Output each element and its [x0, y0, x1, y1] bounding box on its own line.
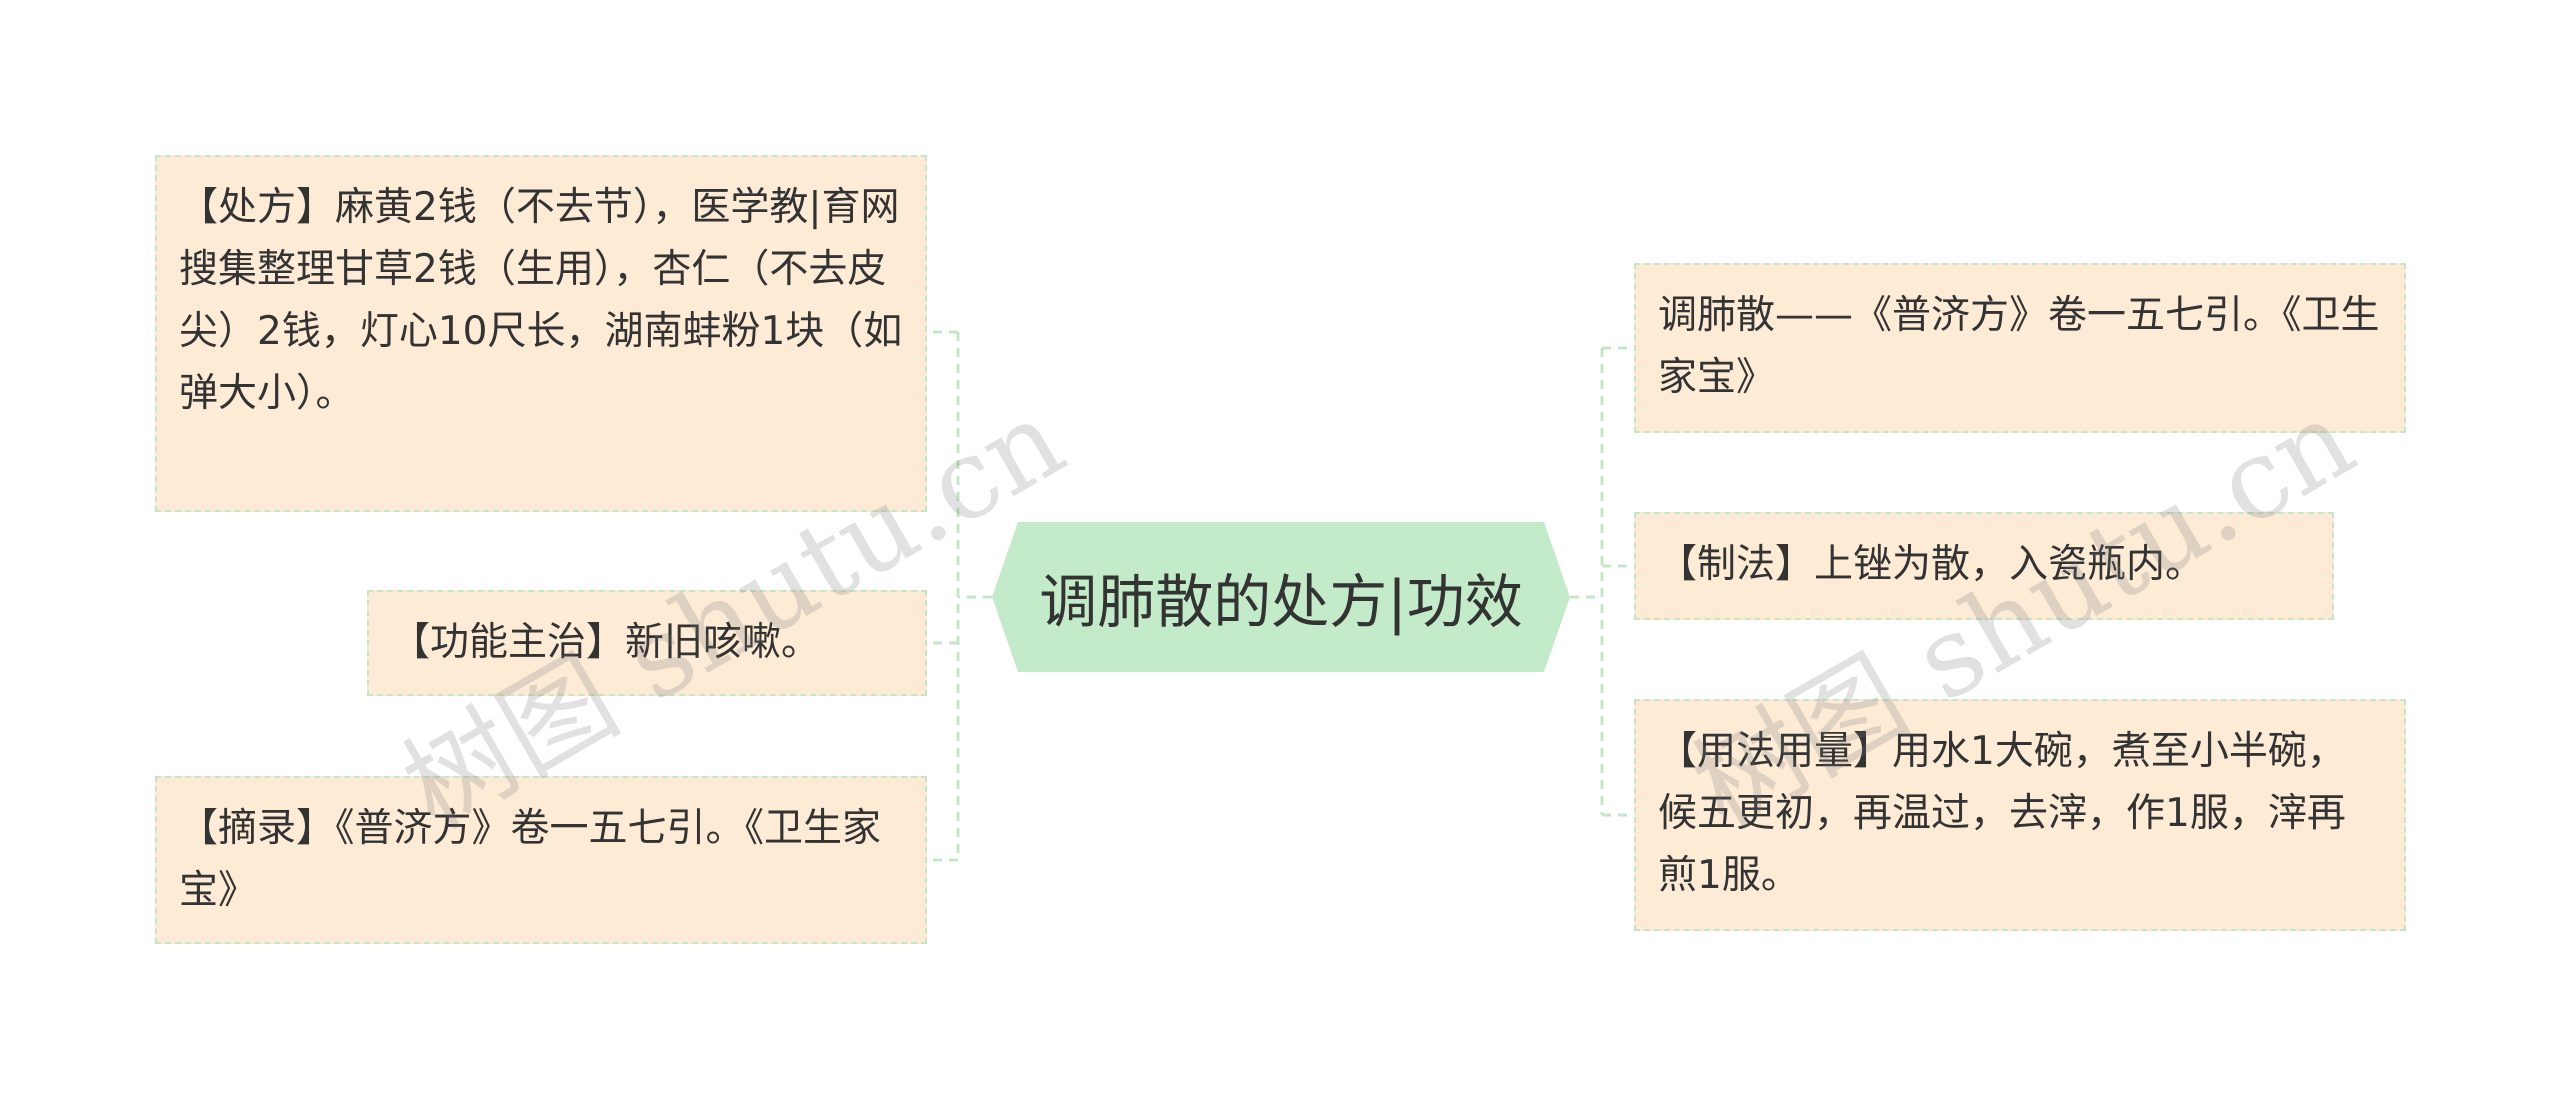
right-node-source-text: 调肺散——《普济方》卷一五七引。《卫生家宝》	[1658, 293, 2380, 400]
center-hexagon-shape	[992, 522, 1570, 672]
center-node[interactable]: 调肺散的处方|功效	[992, 522, 1570, 672]
left-node-prescription-text: 【处方】麻黄2钱（不去节），医学教|育网搜集整理甘草2钱（生用），杏仁（不去皮尖…	[179, 185, 903, 416]
right-node-preparation-text: 【制法】上锉为散，入瓷瓶内。	[1658, 542, 2205, 587]
right-node-usage[interactable]: 【用法用量】用水1大碗，煮至小半碗，候五更初，再温过，去滓，作1服，滓再煎1服。	[1634, 699, 2406, 931]
left-node-function-text: 【功能主治】新旧咳嗽。	[391, 620, 821, 665]
left-node-excerpt[interactable]: 【摘录】《普济方》卷一五七引。《卫生家宝》	[155, 776, 927, 944]
center-node-label: 调肺散的处方|功效	[1039, 568, 1523, 636]
left-node-excerpt-text: 【摘录】《普济方》卷一五七引。《卫生家宝》	[179, 806, 882, 913]
right-node-usage-text: 【用法用量】用水1大碗，煮至小半碗，候五更初，再温过，去滓，作1服，滓再煎1服。	[1658, 729, 2346, 898]
right-node-source[interactable]: 调肺散——《普济方》卷一五七引。《卫生家宝》	[1634, 263, 2406, 433]
right-node-preparation[interactable]: 【制法】上锉为散，入瓷瓶内。	[1634, 512, 2334, 620]
left-node-function[interactable]: 【功能主治】新旧咳嗽。	[367, 590, 927, 696]
left-node-prescription[interactable]: 【处方】麻黄2钱（不去节），医学教|育网搜集整理甘草2钱（生用），杏仁（不去皮尖…	[155, 155, 927, 512]
